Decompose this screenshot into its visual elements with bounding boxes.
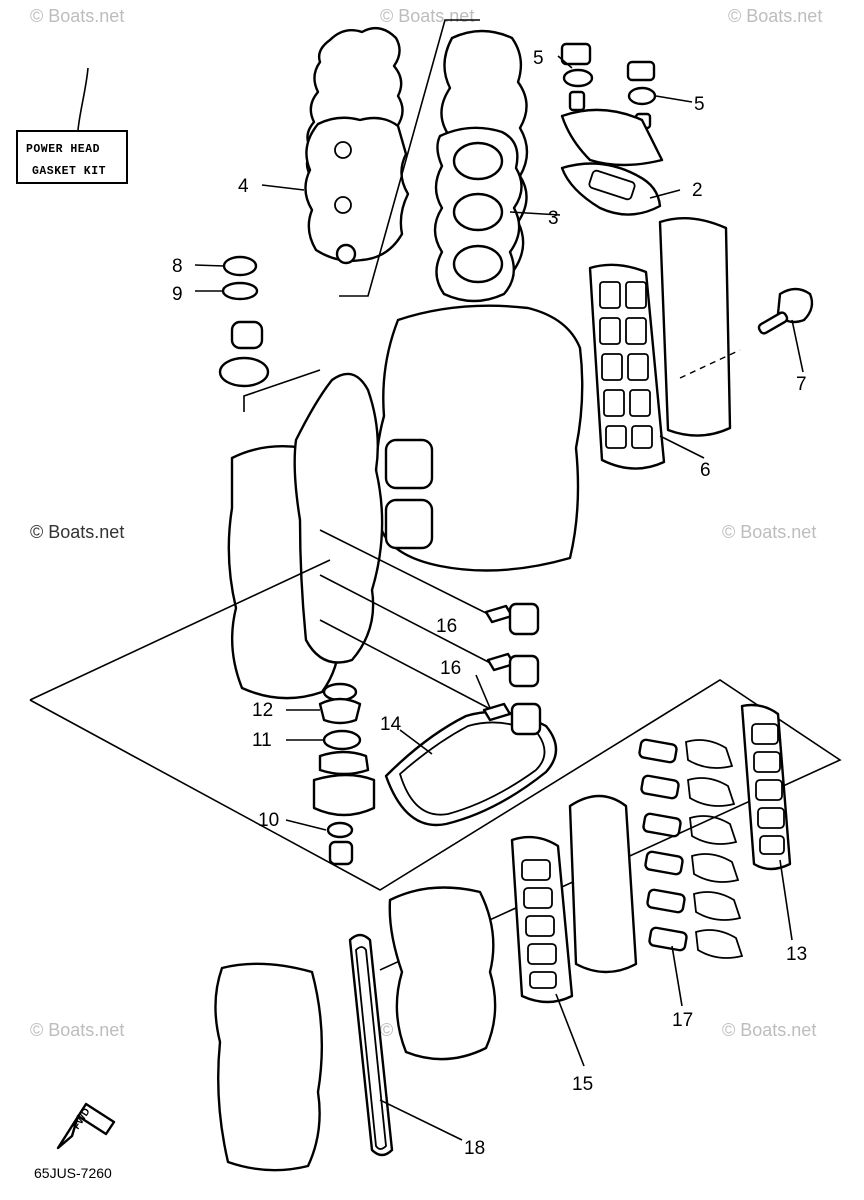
callout-3: 3 <box>548 208 559 229</box>
callout-17: 17 <box>672 1010 693 1031</box>
callout-8: 8 <box>172 256 183 277</box>
intake-gasket <box>588 217 814 470</box>
callout-18: 18 <box>464 1138 485 1159</box>
callout-11: 11 <box>252 730 272 751</box>
callout-6: 6 <box>700 460 711 481</box>
watermark: © Boats.net <box>722 1020 816 1040</box>
reed-valves <box>510 703 792 1004</box>
callout-12: 12 <box>252 700 273 721</box>
callout-5: 5 <box>533 48 544 69</box>
callout-numbers: 4 5 5 2 3 8 9 7 6 16 16 12 11 14 10 13 1… <box>172 48 807 1159</box>
watermark: © Boats.net <box>30 6 124 26</box>
callout-16: 16 <box>440 658 461 679</box>
callout-9: 9 <box>172 284 183 305</box>
callout-7: 7 <box>796 374 807 395</box>
watermark: © Boats.net <box>722 522 816 542</box>
callout-2: 2 <box>692 180 703 201</box>
callout-16: 16 <box>436 616 457 637</box>
cylinder-head-cover <box>304 19 480 297</box>
watermark: © Boats.net <box>728 6 822 26</box>
fwd-arrow: FWD <box>56 1102 116 1150</box>
kit-label-line1: POWER HEAD <box>26 143 100 156</box>
head-gasket <box>433 29 529 303</box>
cylinder-block <box>227 304 584 700</box>
block-plates <box>482 602 542 736</box>
watermark: © Boats.net <box>380 6 474 26</box>
diagram-code: 65JUS-7260 <box>34 1165 112 1181</box>
watermark: © Boats.net <box>30 1020 124 1040</box>
callout-13: 13 <box>786 944 807 965</box>
leader-lines <box>194 55 804 1141</box>
crank-bearings <box>312 682 376 866</box>
kit-label-line2: GASKET KIT <box>32 165 106 178</box>
callout-10: 10 <box>258 810 279 831</box>
callout-14: 14 <box>380 714 402 735</box>
crankcase-gasket <box>384 710 558 827</box>
exhaust-cover-parts <box>560 42 664 216</box>
seals-bearings <box>218 255 321 412</box>
callout-5: 5 <box>694 94 705 115</box>
callout-4: 4 <box>238 176 249 197</box>
lower-crankcase <box>214 886 497 1172</box>
callout-15: 15 <box>572 1074 593 1095</box>
watermark: © Boats.net <box>30 522 124 542</box>
kit-label-box: POWER HEAD GASKET KIT <box>16 67 128 184</box>
